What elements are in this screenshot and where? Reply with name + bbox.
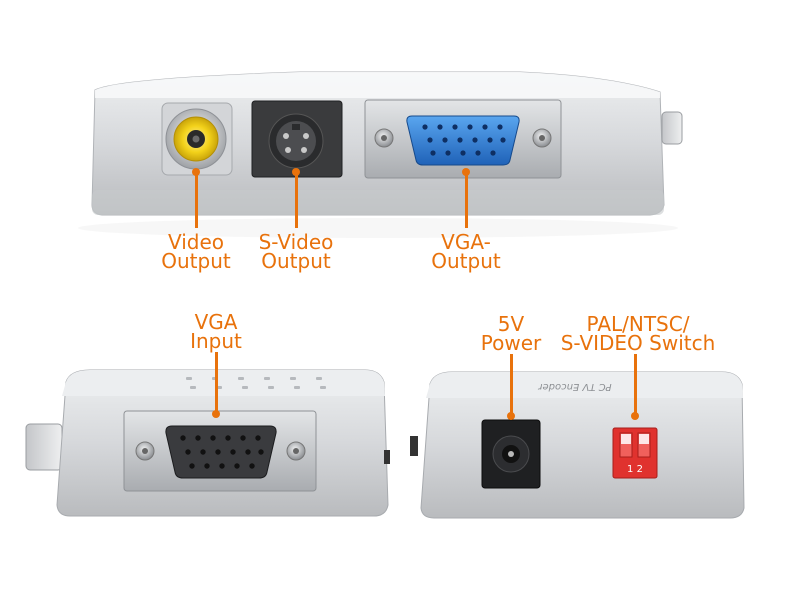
- label-vga-input: VGA Input: [190, 310, 242, 353]
- dc-power-jack: [481, 419, 541, 489]
- converter-box-power-side: PC TV Encoder 1 2: [410, 371, 745, 519]
- converter-box-input-side: [25, 369, 390, 517]
- rca-video-output-jack: [161, 102, 233, 176]
- pointer-dot-vga-in: [212, 410, 220, 418]
- device-top-label: PC TV Encoder: [538, 381, 612, 392]
- label-video-output: Video Output: [161, 230, 231, 273]
- pointer-line-vga-in: [215, 352, 218, 414]
- vga-input-pins: [180, 435, 264, 469]
- vga-output-port: [364, 99, 562, 179]
- label-switch: PAL/NTSC/ S-VIDEO Switch: [560, 312, 716, 355]
- pointer-line-switch: [634, 354, 637, 416]
- pointer-dot-switch: [631, 412, 639, 420]
- dip-switch: 1 2: [612, 427, 658, 479]
- pointer-line-power: [510, 354, 513, 416]
- pointer-line-svideo: [295, 172, 298, 228]
- pointer-line-video: [195, 172, 198, 228]
- label-vga-output: VGA- Output: [431, 230, 501, 273]
- svideo-output-jack: [251, 100, 343, 178]
- dip-switch-numbers: 1 2: [627, 464, 643, 475]
- label-svideo-output: S-Video Output: [258, 230, 334, 273]
- label-power: 5V Power: [480, 312, 542, 355]
- pointer-line-vga-out: [465, 172, 468, 228]
- pointer-dot-power: [507, 412, 515, 420]
